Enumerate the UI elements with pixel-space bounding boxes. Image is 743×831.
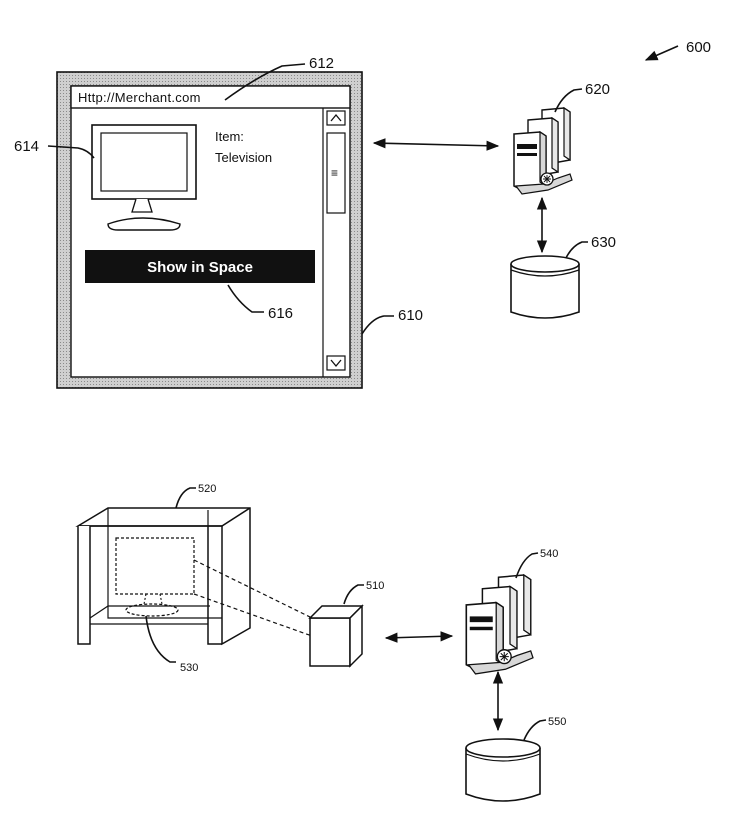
scroll-down-button[interactable] <box>326 355 346 371</box>
browser-window <box>56 71 363 389</box>
ref-540: 540 <box>540 548 558 560</box>
leader-530 <box>145 615 176 663</box>
window-server-arrow <box>372 138 500 151</box>
database-icon <box>465 738 541 802</box>
scroll-thumb[interactable] <box>326 132 346 214</box>
ref-616: 616 <box>268 305 293 322</box>
ref-614: 614 <box>14 138 39 155</box>
projection-line-bottom <box>193 593 313 637</box>
device-server-arrow <box>384 631 454 643</box>
scroll-up-button[interactable] <box>326 110 346 126</box>
leader-510 <box>343 584 364 605</box>
leader-612 <box>224 63 306 101</box>
leader-616 <box>227 284 264 313</box>
ref-610: 610 <box>398 307 423 324</box>
leader-550 <box>523 719 547 741</box>
figure-ref-arrow <box>644 45 679 61</box>
server-icon <box>465 573 534 675</box>
address-bar[interactable]: Http://Merchant.com <box>70 85 351 109</box>
ref-510: 510 <box>366 580 384 592</box>
scroll-thumb-grip-icon: ≡ <box>331 166 338 180</box>
ref-612: 612 <box>309 55 334 72</box>
address-bar-text: Http://Merchant.com <box>78 90 201 105</box>
display-cabinet <box>75 507 251 646</box>
leader-620 <box>554 88 583 113</box>
ref-520: 520 <box>198 483 216 495</box>
leader-520 <box>175 487 196 509</box>
show-in-space-button[interactable]: Show in Space <box>85 250 315 283</box>
projected-television <box>115 537 195 617</box>
projection-line-top <box>193 559 313 619</box>
chevron-down-icon <box>330 359 342 368</box>
leader-630 <box>565 241 588 259</box>
ref-630: 630 <box>591 234 616 251</box>
device-cube <box>308 604 364 668</box>
ref-550: 550 <box>548 716 566 728</box>
scrollbar[interactable]: ≡ <box>322 108 346 377</box>
ref-620: 620 <box>585 81 610 98</box>
show-in-space-button-label: Show in Space <box>147 259 253 276</box>
server-icon <box>513 106 573 195</box>
television-image <box>91 124 197 231</box>
ref-530: 530 <box>180 662 198 674</box>
item-label: Item: <box>215 129 244 144</box>
figure-ref-600: 600 <box>686 39 711 56</box>
leader-610 <box>361 315 394 335</box>
chevron-up-icon <box>330 113 342 122</box>
leader-540 <box>515 552 539 579</box>
database-icon <box>510 255 580 319</box>
item-value: Television <box>215 150 272 165</box>
leader-614 <box>47 145 95 159</box>
